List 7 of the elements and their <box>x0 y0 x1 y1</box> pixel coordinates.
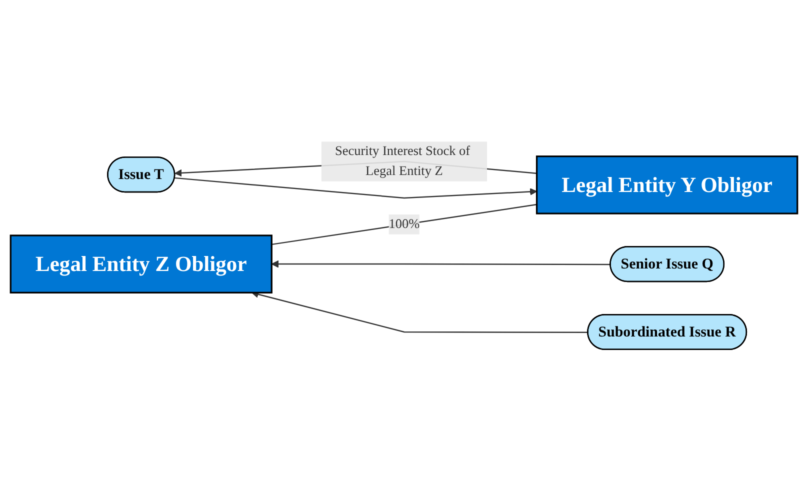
node-box: Legal Entity Z Obligor <box>10 235 272 294</box>
node-box: Legal Entity Y Obligor <box>536 156 798 215</box>
arrow <box>174 178 538 200</box>
arrow <box>271 260 611 268</box>
edge-label: Security Interest Stock of Legal Entity Z <box>334 144 470 179</box>
edge-label: 100% <box>388 218 420 232</box>
connector <box>272 204 537 246</box>
